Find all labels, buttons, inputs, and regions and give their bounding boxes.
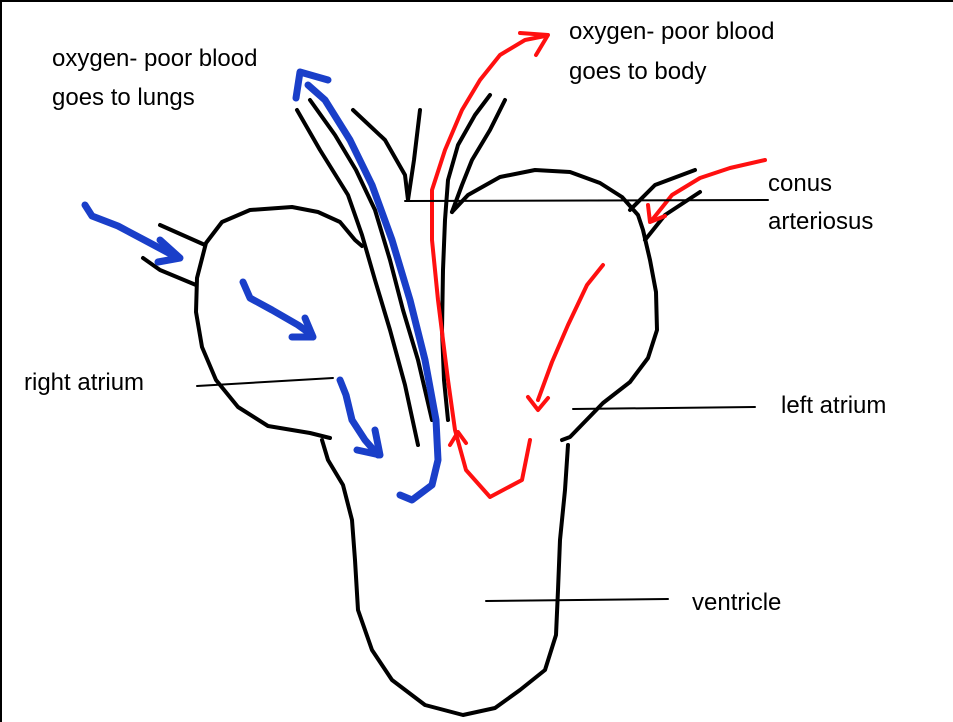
left-atrium-outline [452, 170, 657, 440]
label-lungs-line1: oxygen- poor blood [52, 45, 257, 72]
label-ventricle: ventricle [692, 589, 781, 616]
blue-arrow-to-ventricle [340, 380, 378, 455]
label-conus-line2: arteriosus [768, 208, 873, 235]
ventricle-leader [486, 599, 668, 601]
ventricle-outline [322, 440, 568, 715]
label-body-line2: goes to body [569, 58, 706, 85]
heart-outline [143, 95, 700, 715]
label-left-atrium: left atrium [781, 392, 886, 419]
leader-lines [197, 200, 768, 601]
conus-arteriosus-leader [405, 200, 768, 201]
septum-left-wall [353, 110, 408, 200]
right-atrium-outline [196, 207, 362, 438]
label-body-line1: oxygen- poor blood [569, 18, 774, 45]
label-right-atrium: right atrium [24, 369, 144, 396]
red-arrow-in-left-atrium [538, 265, 603, 400]
blue-arrow-into-right-atrium [85, 205, 178, 258]
label-conus-line1: conus [768, 170, 832, 197]
septum-right-wall [408, 110, 420, 200]
labels: oxygen- poor blood goes to lungs oxygen-… [24, 18, 886, 616]
deoxygenated-blood-arrows [85, 72, 438, 500]
red-arrow-to-body [432, 36, 545, 497]
label-lungs-line2: goes to lungs [52, 84, 195, 111]
blue-arrow-in-right-atrium [243, 282, 312, 335]
